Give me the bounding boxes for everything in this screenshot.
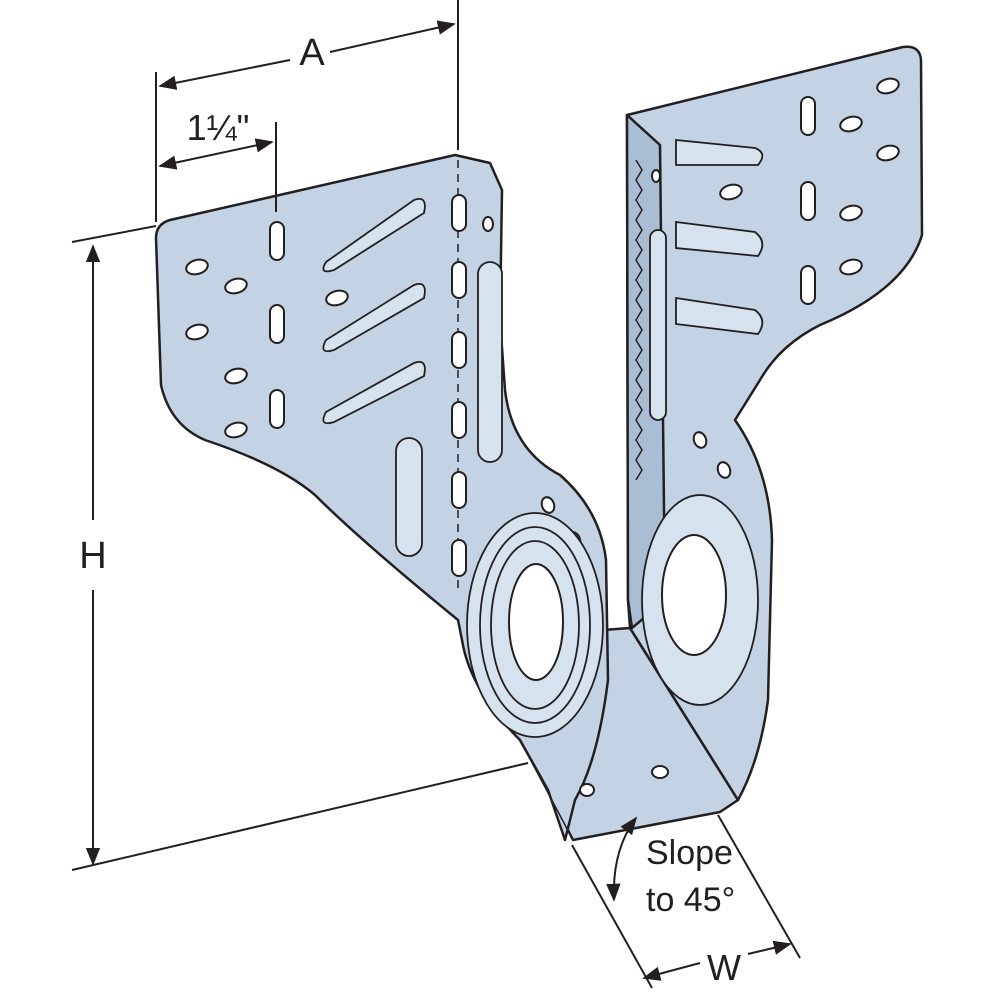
dimension-a-label: A [299,32,325,74]
seat-holes [579,765,669,797]
slope-label-line2: to 45° [646,881,735,919]
dimension-w-label: W [707,947,741,988]
slope-label-line1: Slope [646,834,733,872]
right-bolt-hole [641,494,759,706]
slope-annotation: Slope to 45° [606,816,735,919]
right-flange-holes [651,77,900,479]
left-flange-holes [185,194,582,577]
bracket-body [154,45,924,842]
dimension-quarter-label: 1¼" [187,107,250,148]
dimension-a: A [155,0,459,222]
dimension-w: W [571,814,801,989]
left-bolt-hole [466,512,604,738]
right-flange-ribs [649,139,764,421]
left-flange-ribs [322,198,503,557]
dimension-h-label: H [79,535,106,577]
dimension-quarter: 1¼" [158,107,277,212]
dimension-h: H [71,225,529,871]
